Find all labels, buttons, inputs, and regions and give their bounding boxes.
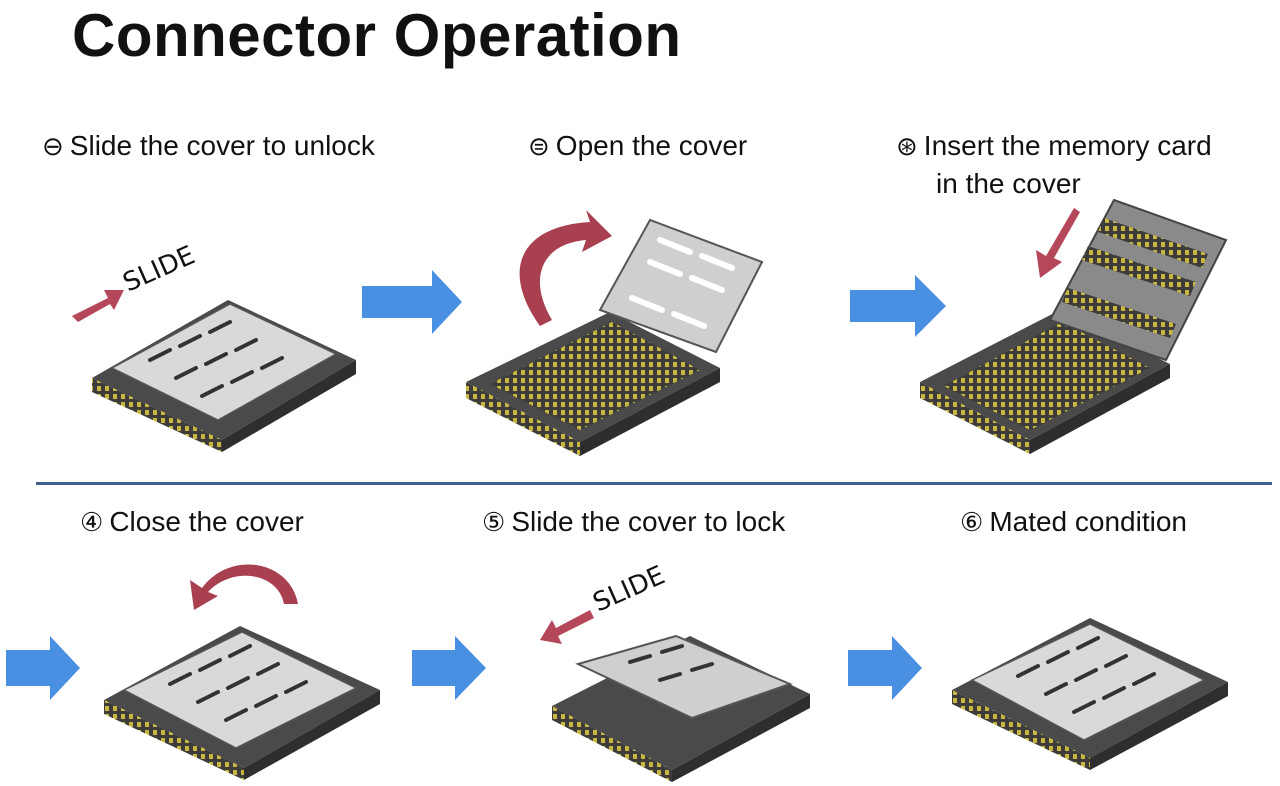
flow-arrow-2 — [850, 275, 946, 337]
slide-label-lock: SLIDE — [589, 560, 670, 618]
step-3-label: ⊛Insert the memory card — [896, 128, 1212, 164]
step-2-number: ⊜ — [528, 131, 550, 161]
step-6-number: ⑥ — [960, 507, 984, 537]
step-3-number: ⊛ — [896, 131, 918, 161]
section-divider — [36, 482, 1272, 485]
connector-step-2 — [466, 210, 764, 456]
insert-arrow — [1036, 208, 1080, 278]
flow-arrow-1 — [362, 270, 462, 334]
connector-step-1: SLIDE — [72, 240, 356, 452]
flow-arrow-5 — [848, 636, 922, 700]
connector-step-3 — [920, 198, 1228, 454]
step-1-number: ⊖ — [42, 131, 64, 161]
flow-arrow-4 — [412, 636, 486, 700]
connector-step-6 — [952, 618, 1228, 770]
step-3-text-line1: Insert the memory card — [923, 130, 1212, 161]
step-2-label: ⊜Open the cover — [528, 128, 747, 164]
step-3-label-line2: in the cover — [936, 168, 1081, 199]
step-1-label: ⊖Slide the cover to unlock — [42, 128, 375, 164]
close-arrow — [190, 564, 298, 610]
step-5-number: ⑤ — [482, 507, 506, 537]
slide-label-unlock: SLIDE — [119, 240, 200, 298]
step-4-number: ④ — [80, 507, 104, 537]
step-2-text: Open the cover — [555, 130, 748, 161]
step-4-text: Close the cover — [109, 506, 304, 537]
slide-arrow-lock — [540, 610, 594, 644]
connector-step-4 — [104, 564, 380, 780]
step-6-text: Mated condition — [989, 506, 1187, 537]
flow-arrow-3 — [6, 636, 80, 700]
step-1-text: Slide the cover to unlock — [69, 130, 375, 161]
slide-arrow-unlock — [72, 290, 124, 322]
connector-step-5: SLIDE — [540, 560, 810, 782]
step-5-text: Slide the cover to lock — [511, 506, 786, 537]
open-arrow — [519, 210, 612, 326]
page-title: Connector Operation — [72, 2, 682, 69]
